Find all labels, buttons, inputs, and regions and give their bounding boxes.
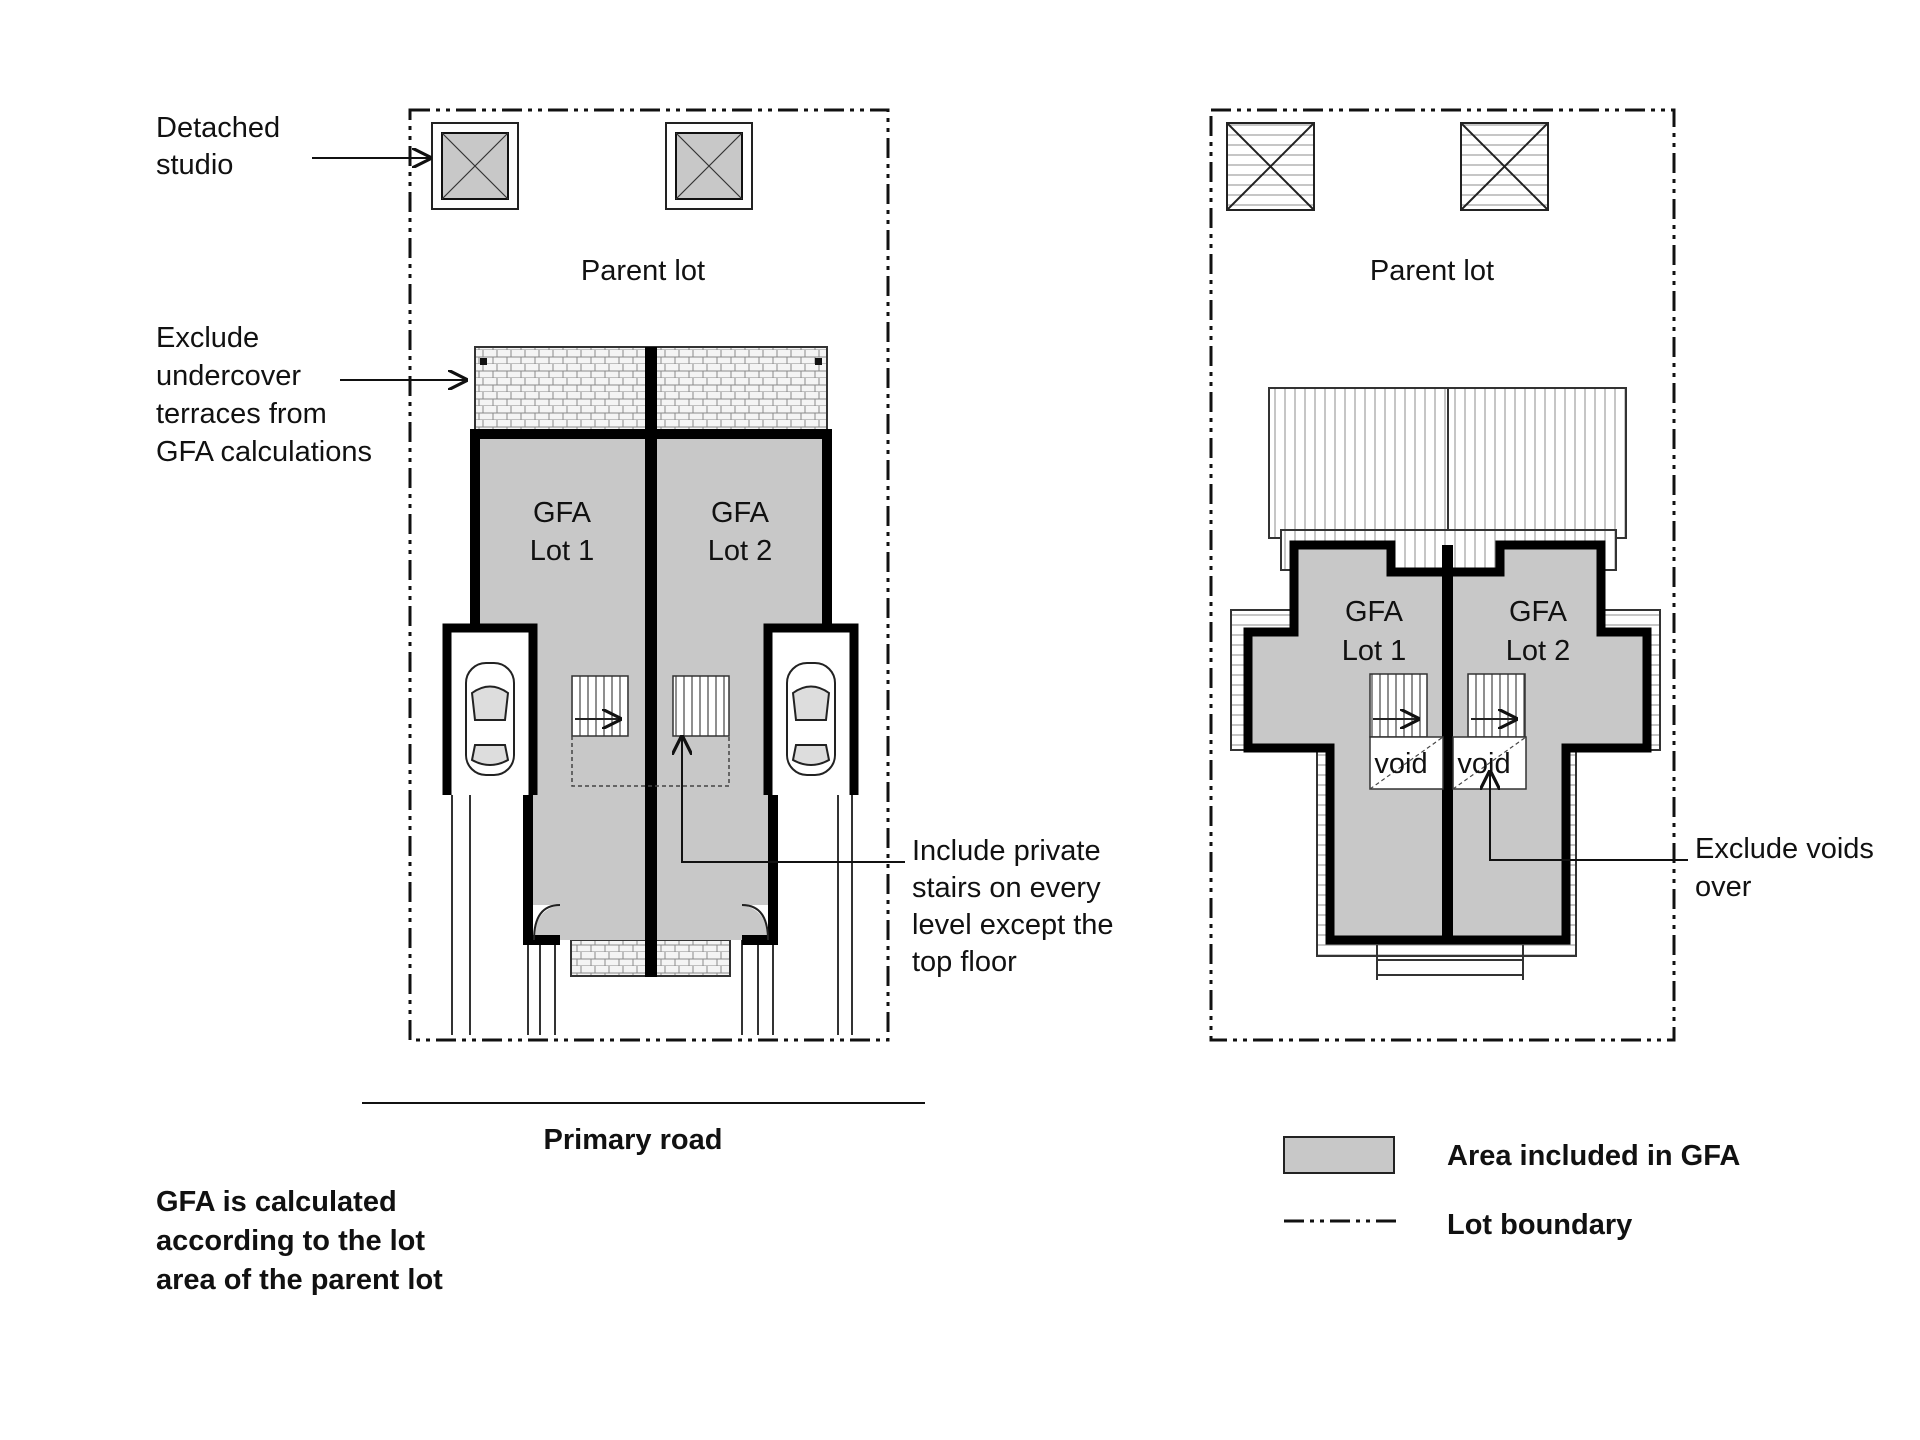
svg-text:GFA: GFA bbox=[1345, 596, 1404, 628]
svg-text:over: over bbox=[1695, 871, 1752, 903]
svg-text:according to the lot: according to the lot bbox=[156, 1225, 425, 1257]
stairs-annotation: Include private stairs on every level ex… bbox=[682, 737, 1114, 978]
car-icon bbox=[465, 662, 515, 776]
svg-text:Lot 1: Lot 1 bbox=[530, 535, 595, 567]
svg-text:top floor: top floor bbox=[912, 946, 1017, 978]
studio-roof-2 bbox=[1460, 122, 1549, 211]
svg-text:terraces from: terraces from bbox=[156, 398, 327, 430]
svg-text:stairs on every: stairs on every bbox=[912, 872, 1101, 904]
stairs-left bbox=[571, 675, 730, 787]
svg-text:Include private: Include private bbox=[912, 835, 1101, 867]
left-parent-lot-label: Parent lot bbox=[581, 255, 705, 287]
svg-text:Exclude voids: Exclude voids bbox=[1695, 833, 1874, 865]
svg-text:level except the: level except the bbox=[912, 909, 1114, 941]
studio-annotation: Detached studio bbox=[156, 112, 430, 181]
left-lot-boundary bbox=[408, 108, 890, 1042]
party-wall bbox=[645, 347, 657, 977]
primary-road-label: Primary road bbox=[544, 1124, 723, 1156]
svg-text:area of the parent lot: area of the parent lot bbox=[156, 1264, 443, 1296]
svg-text:studio: studio bbox=[156, 149, 233, 181]
svg-text:undercover: undercover bbox=[156, 360, 301, 392]
terraces-annotation: Exclude undercover terraces from GFA cal… bbox=[156, 322, 466, 468]
svg-text:Lot 1: Lot 1 bbox=[1342, 635, 1407, 667]
svg-text:GFA calculations: GFA calculations bbox=[156, 436, 372, 468]
lot1-label: GFA Lot 1 bbox=[530, 497, 595, 567]
right-plan: void void Parent lot GFA Lot 1 GFA Lot 2… bbox=[1209, 108, 1874, 1042]
right-party-wall bbox=[1442, 545, 1453, 940]
studio-roof-1 bbox=[1226, 122, 1315, 211]
legend-gfa-swatch bbox=[1283, 1136, 1395, 1174]
legend: Area included in GFA Lot boundary bbox=[1283, 1136, 1740, 1241]
svg-text:GFA is calculated: GFA is calculated bbox=[156, 1186, 397, 1218]
car-icon bbox=[786, 662, 836, 776]
right-lot-boundary bbox=[1209, 108, 1676, 1042]
front-steps bbox=[1376, 945, 1524, 980]
svg-text:GFA: GFA bbox=[533, 497, 592, 529]
lot2-label: GFA Lot 2 bbox=[708, 497, 773, 567]
legend-gfa-label: Area included in GFA bbox=[1447, 1140, 1740, 1172]
svg-text:Lot 2: Lot 2 bbox=[708, 535, 773, 567]
svg-text:Exclude: Exclude bbox=[156, 322, 259, 354]
driveways bbox=[451, 795, 853, 1035]
void-left: void bbox=[1369, 736, 1444, 790]
right-lot1-label: GFA Lot 1 bbox=[1342, 596, 1407, 667]
svg-text:void: void bbox=[1457, 748, 1510, 780]
svg-text:Lot 2: Lot 2 bbox=[1506, 635, 1571, 667]
gfa-note: GFA is calculated according to the lot a… bbox=[156, 1186, 443, 1296]
legend-boundary-label: Lot boundary bbox=[1447, 1209, 1632, 1241]
lot2-gfa-area bbox=[650, 434, 827, 940]
lot1-gfa-area bbox=[475, 434, 650, 940]
right-parent-lot-label: Parent lot bbox=[1370, 255, 1494, 287]
voids-annotation: Exclude voids over bbox=[1490, 772, 1874, 903]
detached-studio-2 bbox=[665, 122, 753, 210]
left-plan: Parent lot GFA Lot 1 GFA Lot 2 Detached … bbox=[156, 108, 1114, 1156]
svg-text:Detached: Detached bbox=[156, 112, 280, 144]
detached-studio-1 bbox=[431, 122, 519, 210]
svg-text:GFA: GFA bbox=[711, 497, 770, 529]
svg-text:void: void bbox=[1374, 748, 1427, 780]
right-lot2-label: GFA Lot 2 bbox=[1506, 596, 1571, 667]
svg-text:GFA: GFA bbox=[1509, 596, 1568, 628]
